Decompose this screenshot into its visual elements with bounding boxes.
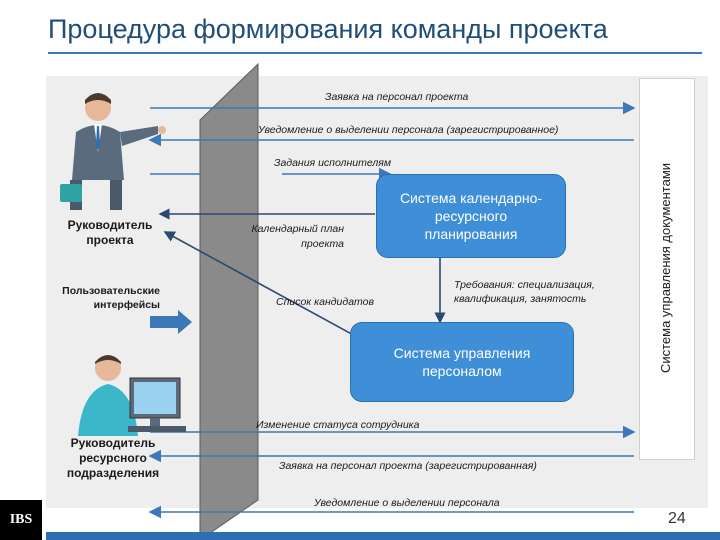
request-label: Заявка на персонал проекта bbox=[325, 91, 469, 103]
document-system-box bbox=[639, 78, 695, 460]
project-manager-label: Руководитель проекта bbox=[67, 218, 153, 247]
request-registered-label: Заявка на персонал проекта (зарегистриро… bbox=[279, 460, 537, 472]
resource-manager-label: Руководитель ресурсного подразделения bbox=[66, 436, 160, 480]
page-title: Процедура формирования команды проекта bbox=[48, 14, 608, 44]
tasks-label: Задания исполнителям bbox=[274, 157, 392, 169]
ibs-logo: IBS bbox=[0, 500, 42, 540]
title-divider bbox=[48, 52, 702, 54]
notification-label: Уведомление о выделении персонала bbox=[314, 497, 500, 509]
page-number: 24 bbox=[668, 510, 686, 527]
interface-pane bbox=[199, 62, 259, 540]
calendar-plan-label: Календарный план проекта bbox=[251, 223, 344, 250]
document-system-label: Система управления документами bbox=[658, 162, 673, 374]
status-change-label: Изменение статуса сотрудника bbox=[256, 419, 420, 431]
calendar-system-box: Система календарно-ресурсного планирован… bbox=[376, 174, 566, 258]
project-manager-figure bbox=[60, 93, 166, 210]
user-interfaces-label: Пользовательские интерфейсы bbox=[62, 285, 160, 311]
resource-manager-figure bbox=[78, 355, 186, 436]
requirements-label: Требования: специализация, квалификация,… bbox=[454, 279, 595, 305]
notification-registered-label: Уведомление о выделении персонала (зарег… bbox=[258, 124, 559, 136]
hr-system-box: Система управления персоналом bbox=[350, 322, 574, 402]
user-interfaces-arrow bbox=[150, 310, 192, 334]
footer-bar bbox=[46, 532, 720, 540]
candidates-label: Список кандидатов bbox=[276, 296, 374, 308]
diagram-panel bbox=[46, 76, 708, 508]
